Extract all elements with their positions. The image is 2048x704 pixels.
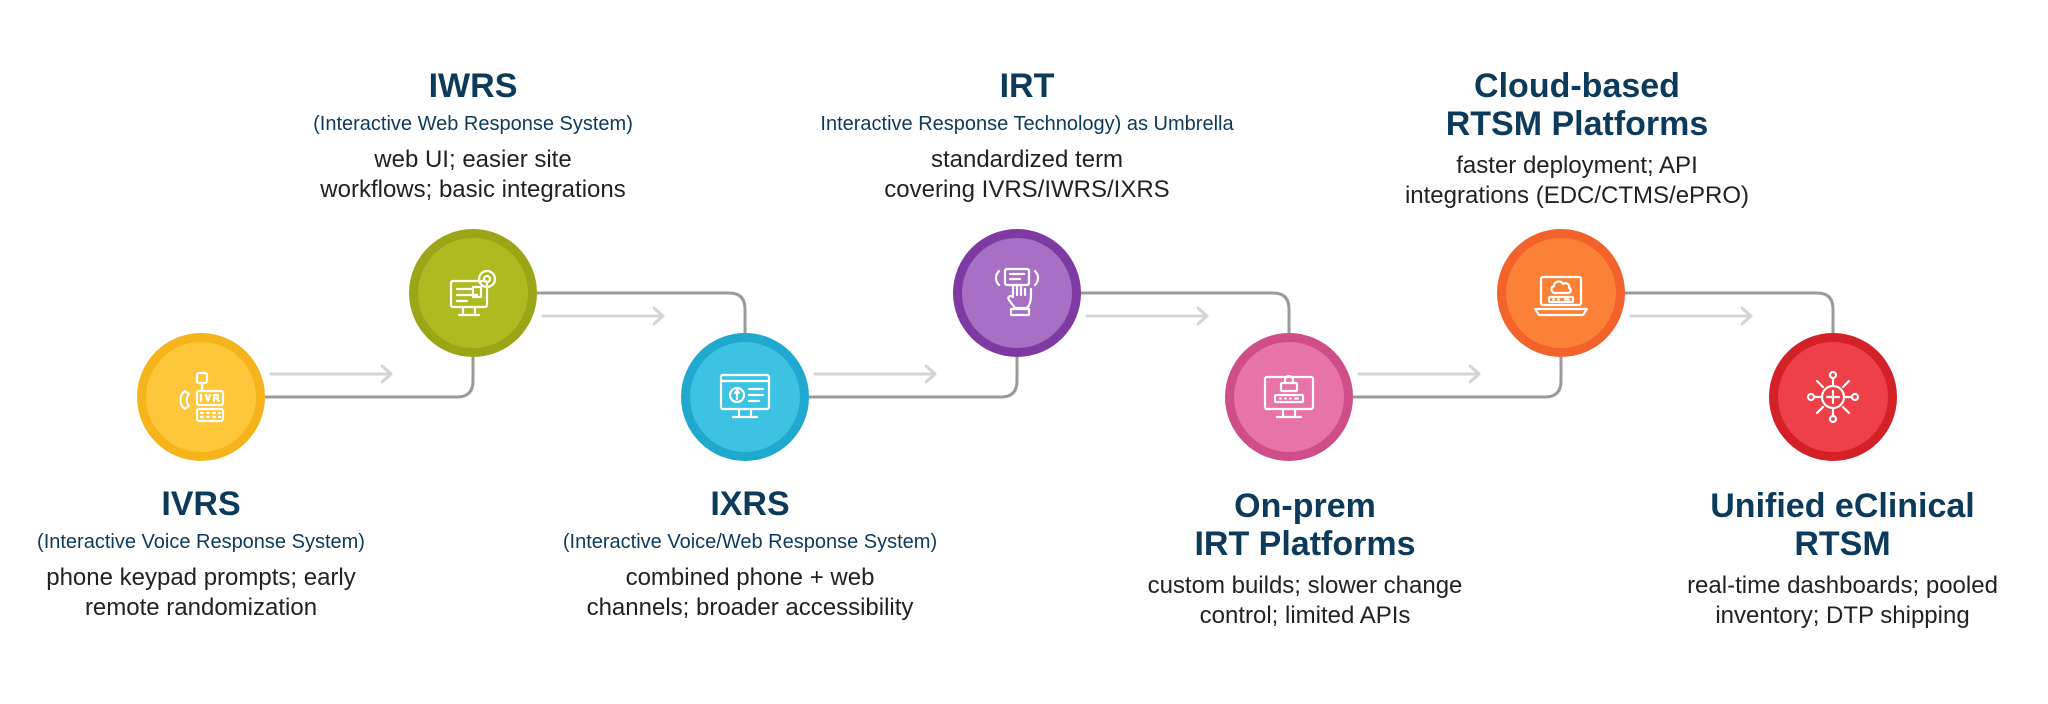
stage-node-ivrs bbox=[137, 333, 265, 461]
stage-subtitle: (Interactive Voice/Web Response System) bbox=[562, 531, 938, 553]
stage-label-ivrs: IVRS (Interactive Voice Response System)… bbox=[0, 485, 402, 623]
stage-label-ixrs: IXRS (Interactive Voice/Web Response Sys… bbox=[530, 485, 970, 623]
direction-arrow bbox=[1357, 364, 1481, 384]
stage-node-cloud bbox=[1497, 229, 1625, 357]
stage-title: IXRS bbox=[710, 485, 790, 523]
stage-label-cloud: Cloud-based RTSM Platforms faster deploy… bbox=[1350, 67, 1804, 211]
stage-subtitle: Interactive Response Technology) as Umbr… bbox=[820, 113, 1234, 135]
direction-arrow bbox=[541, 306, 665, 326]
direction-arrow bbox=[1629, 306, 1753, 326]
stage-label-unified: Unified eClinical RTSM real-time dashboa… bbox=[1640, 487, 2045, 631]
stage-subtitle: (Interactive Voice Response System) bbox=[37, 531, 365, 553]
direction-arrow bbox=[813, 364, 937, 384]
stage-title: On-prem IRT Platforms bbox=[1194, 487, 1416, 563]
stage-node-iwrs bbox=[409, 229, 537, 357]
stage-title: Cloud-based RTSM Platforms bbox=[1445, 67, 1709, 143]
stage-title: IVRS bbox=[161, 485, 241, 523]
stage-title: IWRS bbox=[428, 67, 518, 105]
connector-line bbox=[1623, 291, 1835, 335]
secure-server-monitor-icon bbox=[1263, 374, 1315, 419]
connector-line bbox=[1351, 355, 1563, 399]
stage-node-irt bbox=[953, 229, 1081, 357]
stage-subtitle: (Interactive Web Response System) bbox=[313, 113, 633, 135]
stage-label-irt: IRT Interactive Response Technology) as … bbox=[790, 67, 1264, 205]
stage-label-onprem: On-prem IRT Platforms custom builds; slo… bbox=[1100, 487, 1510, 631]
stage-description: real-time dashboards; pooled inventory; … bbox=[1687, 572, 1998, 629]
cloud-laptop-icon bbox=[1533, 275, 1589, 317]
stage-description: web UI; easier site workflows; basic int… bbox=[320, 146, 626, 203]
voice-web-monitor-icon bbox=[719, 373, 771, 419]
connector-line bbox=[535, 291, 747, 335]
stage-description: faster deployment; API integrations (EDC… bbox=[1404, 152, 1750, 209]
stage-node-ixrs bbox=[681, 333, 809, 461]
phone-keypad-ivr-icon bbox=[179, 371, 225, 423]
connector-line bbox=[263, 355, 475, 399]
direction-arrow bbox=[269, 364, 393, 384]
hand-touch-screen-icon bbox=[994, 267, 1040, 317]
direction-arrow bbox=[1085, 306, 1209, 326]
medical-network-icon bbox=[1806, 370, 1860, 424]
stage-description: custom builds; slower change control; li… bbox=[1147, 572, 1463, 629]
web-monitor-icon bbox=[449, 269, 497, 317]
stage-label-iwrs: IWRS (Interactive Web Response System) w… bbox=[260, 67, 686, 205]
stage-node-unified bbox=[1769, 333, 1897, 461]
stage-title: Unified eClinical RTSM bbox=[1710, 487, 1975, 563]
stage-description: phone keypad prompts; early remote rando… bbox=[46, 564, 356, 621]
stage-description: combined phone + web channels; broader a… bbox=[586, 564, 914, 621]
stage-node-onprem bbox=[1225, 333, 1353, 461]
connector-line bbox=[1079, 291, 1291, 335]
stage-title: IRT bbox=[999, 67, 1055, 105]
stage-description: standardized term covering IVRS/IWRS/IXR… bbox=[884, 146, 1170, 203]
connector-line bbox=[807, 355, 1019, 399]
